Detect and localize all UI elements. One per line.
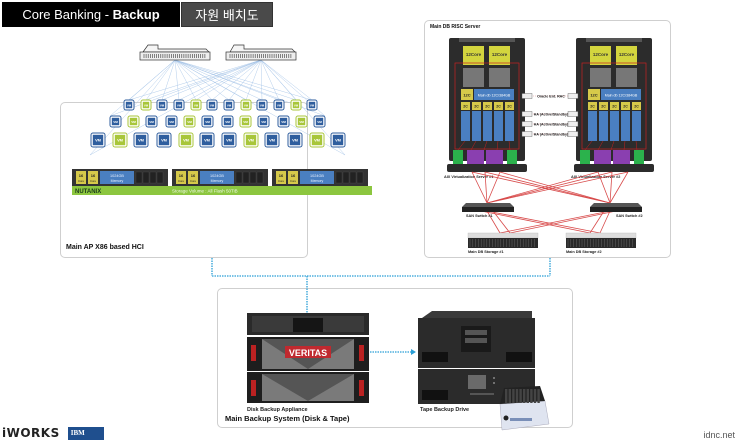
memory-size: 1024GB [310, 174, 324, 178]
network-link [174, 59, 230, 101]
hci-panel: Main AP X86 based HCI [60, 102, 308, 258]
footer-logos: iWORKS IBM [2, 426, 104, 440]
site-url: idnc.net [703, 430, 735, 440]
top-switch-1 [139, 44, 211, 61]
network-link [195, 59, 262, 101]
network-link [145, 59, 176, 101]
vm-label: VM [335, 137, 341, 142]
network-link [161, 59, 262, 101]
network-link [145, 59, 262, 101]
iworks-logo: iWORKS [2, 426, 60, 440]
network-link [174, 59, 313, 101]
vm-fill [308, 101, 316, 109]
page-subtitle: 자원 배치도 [181, 2, 273, 27]
network-link [245, 59, 262, 101]
vm-icon: VM [330, 132, 346, 148]
network-link [161, 59, 176, 101]
vm-frame [313, 115, 326, 128]
network-link [174, 59, 280, 101]
network-link [174, 59, 297, 101]
drive-bay [356, 171, 364, 184]
vm-label: VM [317, 120, 322, 124]
network-link [260, 59, 263, 101]
title-bold: Backup [112, 7, 160, 22]
network-link [174, 59, 247, 101]
network-link [228, 59, 262, 101]
vm-frame [330, 132, 346, 148]
risc-panel: Main DB RISC Server [424, 20, 671, 258]
vm-label: VM [314, 137, 320, 142]
network-link [174, 59, 197, 101]
network-link [211, 59, 262, 101]
vm-fill [332, 134, 344, 146]
vm-icon: VM [313, 115, 326, 128]
vm-frame [306, 99, 318, 111]
vm-icon: VM [309, 132, 325, 148]
network-link [128, 59, 262, 101]
title-bar: Core Banking - Backup 자원 배치도 [2, 2, 273, 27]
vm-icon: VM [306, 99, 318, 111]
network-link [174, 59, 263, 101]
drive-bay [349, 171, 357, 184]
hci-label: Main AP X86 based HCI [66, 244, 144, 251]
backup-panel: Main Backup System (Disk & Tape) [217, 288, 573, 428]
vm-fill [315, 117, 324, 126]
memory-label: Memory [311, 179, 324, 183]
network-link [174, 59, 213, 101]
network-link [174, 59, 180, 101]
drive-bay [342, 171, 350, 184]
network-link [128, 59, 176, 101]
page-title: Core Banking - Backup [2, 2, 180, 27]
top-switch-2 [225, 44, 297, 61]
vm-fill [311, 134, 323, 146]
vm-frame [309, 132, 325, 148]
drive-bay [335, 171, 343, 184]
ibm-logo: IBM [67, 426, 104, 440]
backup-label: Main Backup System (Disk & Tape) [225, 414, 350, 423]
network-link [178, 59, 262, 101]
vm-label: VM [310, 103, 315, 107]
network-link [260, 59, 280, 101]
risc-label: Main DB RISC Server [430, 24, 481, 30]
title-prefix: Core Banking - [22, 7, 113, 22]
network-link [260, 59, 313, 101]
network-link [260, 59, 297, 101]
